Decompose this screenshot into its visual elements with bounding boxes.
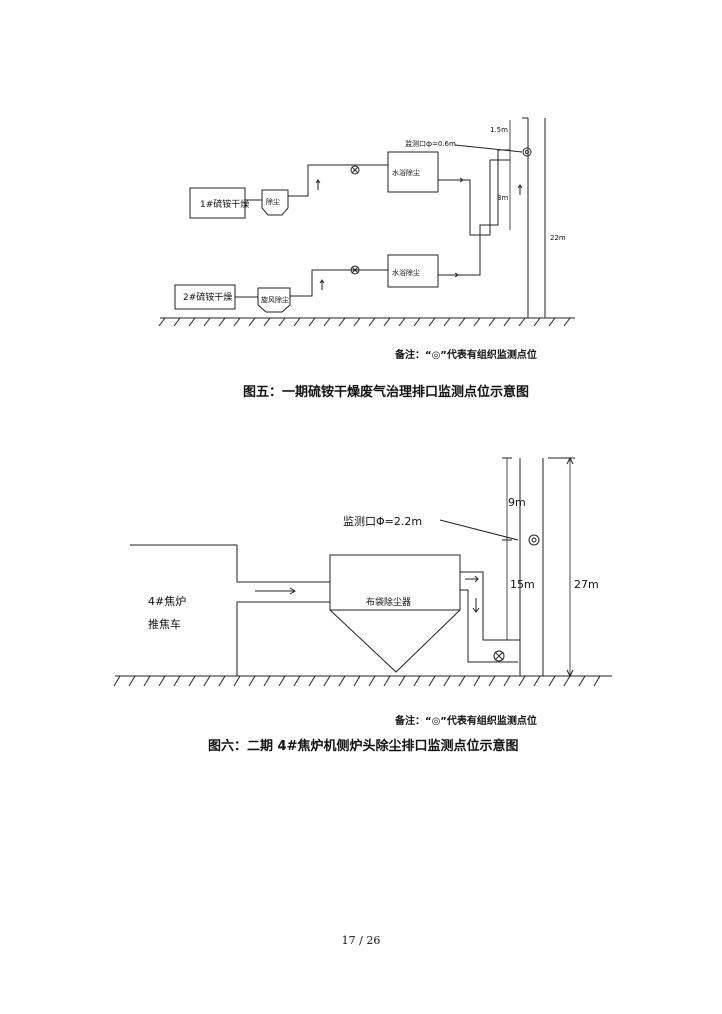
f6-note: 备注：“◎”代表有组织监测点位 (394, 714, 537, 727)
f5-water-bottom-label: 水浴除尘 (392, 268, 420, 277)
f5-dryer1-box (189, 187, 246, 219)
f6-monitor-point (528, 534, 540, 546)
f5-note: 备注：“◎”代表有组织监测点位 (394, 348, 537, 361)
f6-caption: 图六：二期 4#焦炉机侧炉头除尘排口监测点位示意图 (208, 738, 518, 754)
f5-dedust-label: 除尘 (266, 197, 280, 206)
f5-dryer1-label: 1#硫铵干燥 (200, 198, 249, 210)
f5-valve-bottom (350, 265, 360, 275)
figure6-diagram: 4#焦炉 推焦车 布袋除尘器 监测口Φ=2.2m 9m 15m 27m 备注：“… (113, 456, 612, 754)
f6-valve (493, 650, 505, 662)
f5-cyclone-label: 旋风除尘 (261, 295, 289, 304)
f5-dryer2-label: 2#硫铵干燥 (183, 291, 232, 303)
f6-dim-total: 27m (574, 578, 599, 591)
f5-cyclone-unit (257, 287, 291, 313)
f6-source-line1: 4#焦炉 (148, 595, 186, 608)
f5-ground-hatch (158, 317, 571, 327)
f6-dim-top: 9m (508, 496, 526, 509)
f5-dim-mid: 3m (497, 194, 508, 202)
f5-monitor-label: 监测口ф=0.6m (405, 139, 456, 148)
f6-oven-outline (130, 544, 330, 583)
f6-monitor-leader (439, 519, 519, 541)
f5-dedust-unit (261, 189, 289, 216)
f5-water-bath-top (387, 151, 439, 193)
f5-dim-top: 1.5m (490, 126, 508, 134)
f6-dim-mid: 15m (510, 578, 535, 591)
f5-water-bath-bottom (387, 254, 439, 288)
f6-source-line2: 推焦车 (148, 617, 181, 631)
f5-monitor-point (522, 147, 532, 157)
f6-baghouse (329, 554, 461, 673)
page-number: 17 / 26 (341, 934, 381, 947)
f5-monitor-leader (454, 144, 523, 153)
f6-collector-label: 布袋除尘器 (366, 596, 411, 608)
f5-dim-total: 22m (550, 234, 566, 242)
f6-monitor-label: 监测口Φ=2.2m (343, 515, 422, 528)
figure5-diagram: 1#硫铵干燥 除尘 水浴除尘 2#硫铵干燥 旋风除尘 水浴除尘 监测口ф=0.6… (158, 117, 575, 400)
f6-ground-hatch (113, 675, 601, 687)
f5-valve-top (350, 165, 360, 175)
f5-water-top-label: 水浴除尘 (392, 168, 420, 177)
f5-caption: 图五：一期硫铵干燥废气治理排口监测点位示意图 (243, 384, 529, 400)
